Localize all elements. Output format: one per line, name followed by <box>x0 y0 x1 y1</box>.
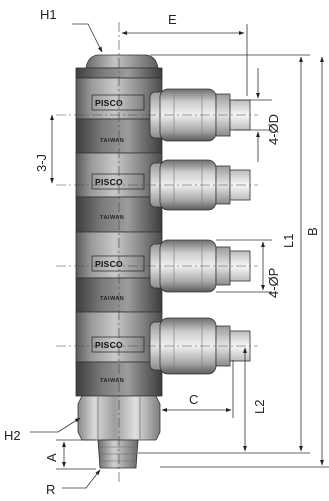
dimension-a: A <box>44 439 96 470</box>
module-logo: PISCO <box>95 98 123 108</box>
module-origin: TAIWAN <box>100 378 124 384</box>
label-b: B <box>305 227 320 236</box>
label-j: 3-J <box>34 154 49 172</box>
dimension-od: 4-ØD <box>234 68 281 162</box>
thread <box>97 439 139 469</box>
label-h1: H1 <box>40 7 57 22</box>
label-p: 4-ØP <box>266 268 281 298</box>
dimension-j: 3-J <box>34 114 54 184</box>
dimension-h2: H2 <box>4 417 81 443</box>
center-lines <box>56 22 258 484</box>
module-logo: PISCO <box>95 340 123 350</box>
module-origin: TAIWAN <box>100 215 124 221</box>
dimension-c: C <box>161 360 234 418</box>
dimension-h1: H1 <box>40 7 103 53</box>
module-logo: PISCO <box>95 177 123 187</box>
dimension-b: B <box>160 56 329 468</box>
module-origin: TAIWAN <box>100 296 124 302</box>
dimension-e: E <box>121 12 248 96</box>
label-a: A <box>44 453 59 462</box>
module-origin: TAIWAN <box>100 138 124 144</box>
dimension-l1: L1 <box>138 54 310 454</box>
label-r: R <box>46 482 55 497</box>
dimension-r: R <box>46 469 101 497</box>
label-h2: H2 <box>4 428 21 443</box>
label-l1: L1 <box>281 234 296 248</box>
dimension-l2: L2 <box>243 347 267 452</box>
top-cap <box>85 54 159 69</box>
label-e: E <box>168 12 177 27</box>
dimension-op: 4-ØP <box>216 239 281 298</box>
label-l2: L2 <box>252 400 267 414</box>
module-logo: PISCO <box>95 259 123 269</box>
label-c: C <box>189 392 198 407</box>
label-d: 4-ØD <box>266 114 281 145</box>
